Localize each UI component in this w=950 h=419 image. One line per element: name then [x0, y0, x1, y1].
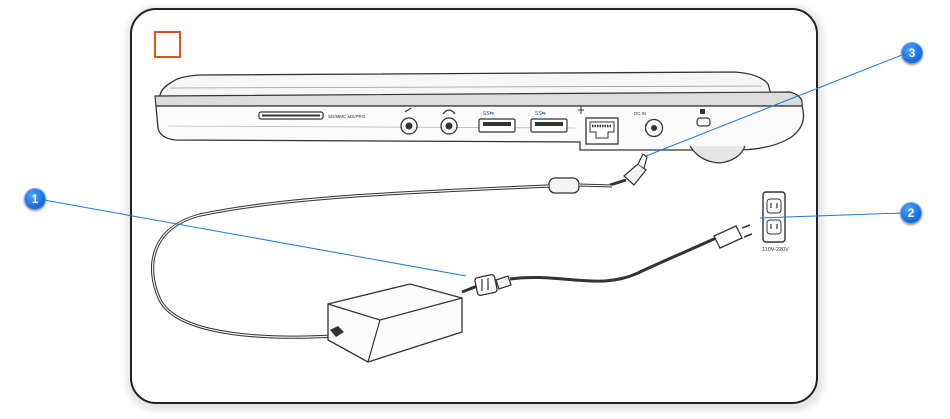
- svg-text:SS⇆: SS⇆: [483, 111, 494, 117]
- card-reader-label: SD/MMC MS/PRO: [328, 114, 366, 119]
- wall-outlet: 110V-220V: [762, 191, 789, 253]
- power-adapter: [327, 283, 463, 363]
- adapter-ac-plug: [474, 274, 512, 296]
- leader-line-3: [645, 52, 908, 157]
- leader-line-2: [759, 212, 903, 219]
- callout-2[interactable]: 2: [900, 202, 922, 224]
- ac-cable: [509, 236, 717, 283]
- leader-line-1: [43, 199, 467, 277]
- laptop: SD/MMC MS/PRO SS⇆ SS⇆ DC IN: [154, 71, 805, 164]
- callout-3[interactable]: 3: [901, 42, 923, 64]
- callout-1[interactable]: 1: [24, 188, 46, 210]
- dc-in-label: DC IN: [634, 111, 646, 116]
- outlet-voltage-label: 110V-220V: [762, 247, 789, 253]
- dc-plug: [548, 153, 648, 194]
- wall-plug: [713, 224, 753, 249]
- step-indicator-box: [154, 31, 181, 58]
- svg-text:SS⇆: SS⇆: [535, 111, 546, 117]
- callout-leaders: [43, 52, 908, 277]
